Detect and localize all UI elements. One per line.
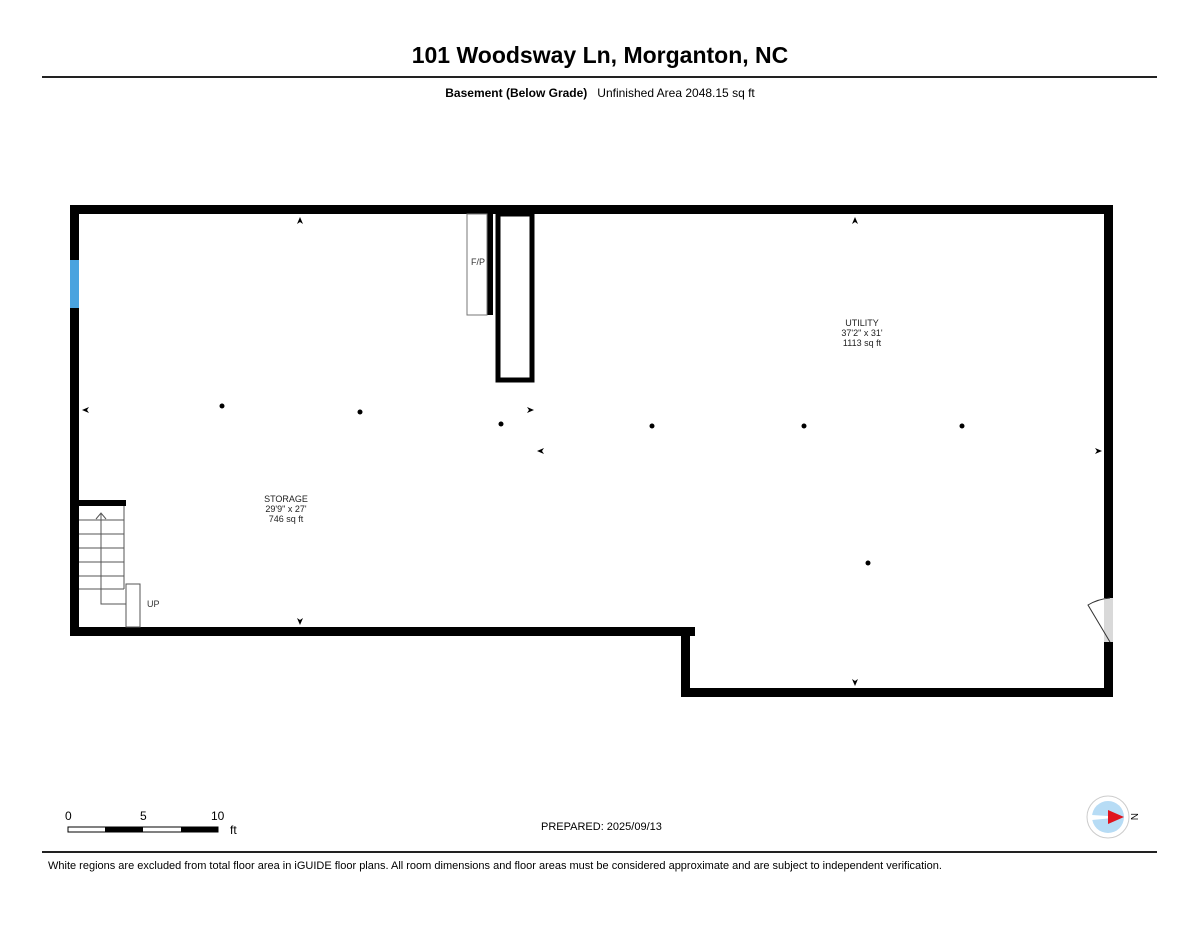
prepared-date: PREPARED: 2025/09/13	[541, 821, 662, 833]
dimension-arrows	[82, 217, 1102, 686]
room-dims: 29'9" x 27'	[265, 504, 306, 514]
stairs	[79, 506, 141, 628]
wall-left	[70, 205, 79, 636]
room-area: 746 sq ft	[269, 514, 304, 524]
room-area: 1113 sq ft	[843, 338, 882, 348]
wall-fp	[487, 214, 493, 315]
page-title: 101 Woodsway Ln, Morganton, NC	[411, 42, 789, 68]
door	[1087, 597, 1113, 643]
walls	[70, 205, 1113, 697]
area-text: Unfinished Area 2048.15 sq ft	[597, 86, 755, 100]
scale-bar	[67, 826, 219, 833]
scale-tick: 0	[65, 809, 72, 823]
room-dims: 37'2" x 31'	[841, 328, 882, 338]
room-utility: UTILITY 37'2" x 31' 1113 sq ft	[841, 318, 882, 348]
window	[70, 260, 79, 308]
header-divider	[42, 76, 1157, 78]
scale-unit: ft	[230, 823, 237, 837]
wall-bottom-utility	[681, 688, 1113, 697]
compass-label: N	[1128, 813, 1139, 820]
scale-tick: 5	[140, 809, 147, 823]
chimney	[495, 211, 535, 383]
fireplace	[466, 213, 488, 316]
disclaimer: White regions are excluded from total fl…	[48, 860, 942, 872]
floor-label: Basement (Below Grade)	[445, 86, 588, 100]
wall-stair	[79, 500, 126, 506]
room-storage: STORAGE 29'9" x 27' 746 sq ft	[264, 494, 308, 524]
wall-bottom-storage	[70, 627, 695, 636]
footer-divider	[42, 851, 1157, 853]
wall-step	[681, 627, 690, 697]
floor-summary: Basement (Below Grade) Unfinished Area 20…	[0, 86, 1200, 100]
stairs-label: UP	[147, 599, 160, 609]
room-name: STORAGE	[264, 494, 308, 504]
wall-top	[70, 205, 1113, 214]
fireplace-label: F/P	[471, 257, 485, 267]
columns	[219, 403, 965, 566]
wall-right-upper	[1104, 205, 1113, 598]
wall-right-lower	[1104, 642, 1113, 697]
compass-icon: N	[1086, 795, 1139, 839]
scale-tick: 10	[211, 809, 225, 823]
room-name: UTILITY	[845, 318, 879, 328]
